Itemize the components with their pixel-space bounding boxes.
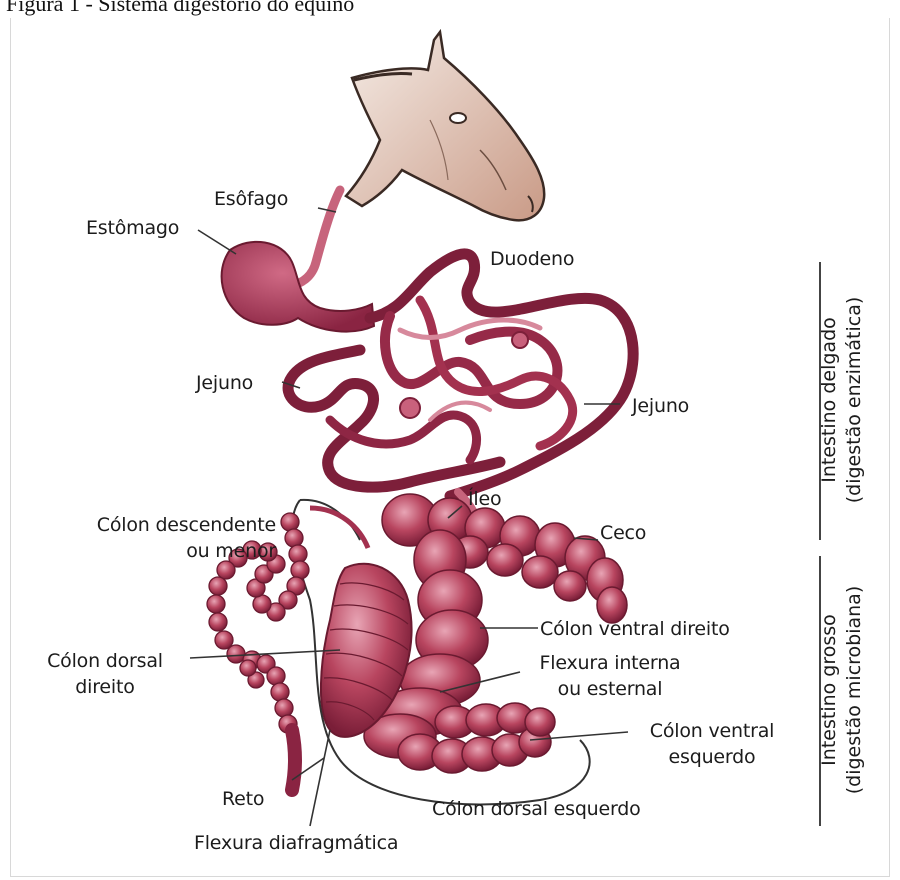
- small-intestine: [288, 254, 633, 522]
- label-estomago: Estômago: [86, 215, 179, 241]
- label-colon-ventral-esquerdo-line2: esquerdo: [622, 744, 802, 770]
- large-intestine-line1: Intestino grosso: [817, 570, 842, 810]
- large-intestine-group-label: Intestino grosso (digestão microbiana): [817, 570, 867, 810]
- label-duodeno: Duodeno: [490, 246, 574, 272]
- label-colon-descendente: Cólon descendente ou menor: [20, 512, 276, 564]
- label-jejuno-right: Jejuno: [632, 393, 689, 419]
- label-flexura-interna-line2: ou esternal: [510, 676, 710, 702]
- label-colon-dorsal-esquerdo: Cólon dorsal esquerdo: [432, 796, 641, 822]
- rectum: [292, 730, 295, 790]
- label-colon-dorsal-direito-line2: direito: [20, 674, 190, 700]
- esophagus: [290, 190, 340, 286]
- label-colon-ventral-esquerdo-line1: Cólon ventral: [622, 718, 802, 744]
- label-flexura-interna-line1: Flexura interna: [510, 650, 710, 676]
- label-esofago: Esôfago: [214, 186, 288, 212]
- small-intestine-line1: Intestino delgado: [817, 280, 842, 520]
- label-colon-dorsal-direito: Cólon dorsal direito: [20, 648, 190, 700]
- label-colon-ventral-esquerdo: Cólon ventral esquerdo: [622, 718, 802, 770]
- stomach: [222, 242, 374, 332]
- label-colon-descendente-line1: Cólon descendente: [20, 512, 276, 538]
- label-colon-ventral-direito: Cólon ventral direito: [540, 616, 730, 642]
- horse-head: [346, 32, 544, 220]
- large-intestine-line2: (digestão microbiana): [842, 570, 867, 810]
- small-intestine-line2: (digestão enzimática): [842, 280, 867, 520]
- label-colon-dorsal-direito-line1: Cólon dorsal: [20, 648, 190, 674]
- label-flexura-diafragmatica: Flexura diafragmática: [194, 830, 398, 856]
- label-jejuno-left: Jejuno: [196, 370, 253, 396]
- label-ileo: Íleo: [468, 486, 501, 512]
- label-colon-descendente-line2: ou menor: [20, 538, 276, 564]
- label-flexura-interna: Flexura interna ou esternal: [510, 650, 710, 702]
- label-ceco: Ceco: [600, 520, 646, 546]
- label-reto: Reto: [222, 786, 264, 812]
- small-intestine-group-label: Intestino delgado (digestão enzimática): [817, 280, 867, 520]
